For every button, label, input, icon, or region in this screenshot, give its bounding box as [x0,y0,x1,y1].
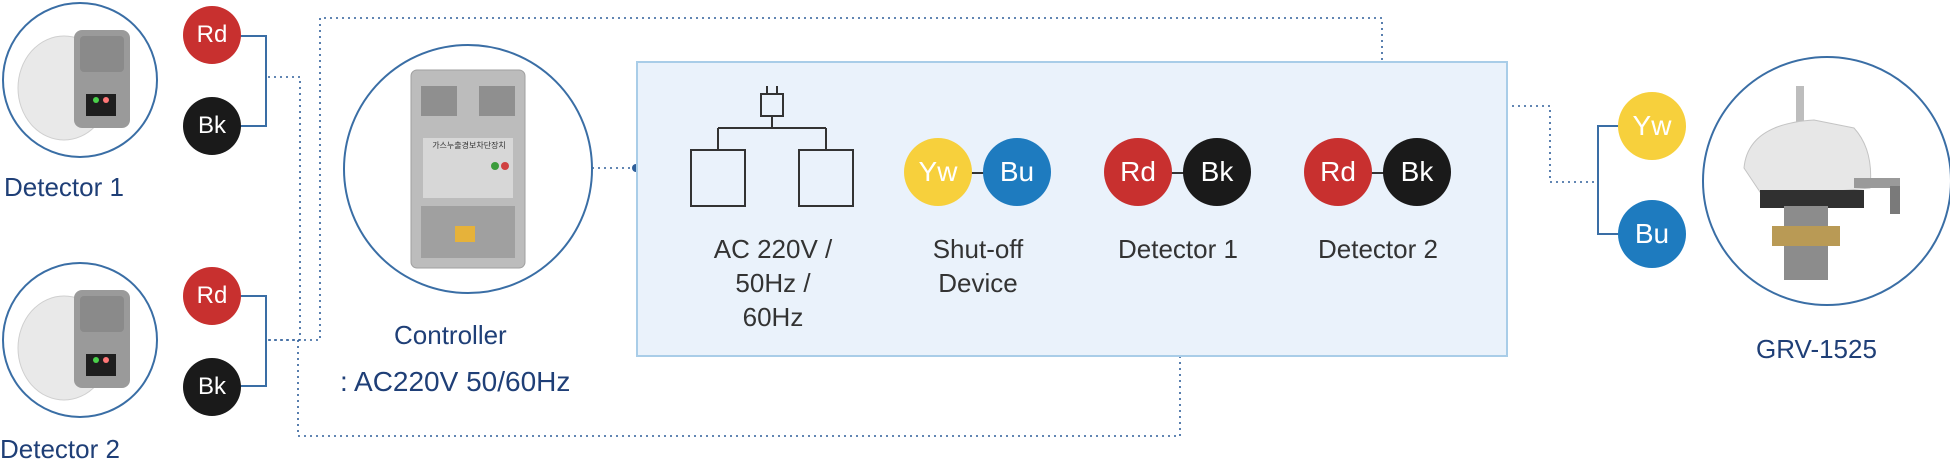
controller-device-icon [410,69,526,269]
panel-detector1-red-wire: Rd [1104,138,1172,206]
detector2-bracket [240,295,267,387]
wire-label: Rd [1320,156,1356,187]
detector-device-icon [17,30,130,141]
valve-actuator-icon [1743,86,1900,280]
shutoff-label-line: Device [938,268,1018,298]
power-label-line: 60Hz [742,302,804,332]
panel-detector1-label: Detector 1 [1118,234,1238,264]
controller-device-text: 가스누출경보차단장치 [432,141,506,150]
shutoff-blue-wire: Bu [983,138,1051,206]
power-label-line: 50Hz / [735,268,811,298]
panel-detector2-black-wire: Bk [1383,138,1451,206]
shutoff-label-line: Shut-off [932,234,1024,264]
wire-label: Yw [1632,110,1672,141]
detector1-red-wire: Rd [183,6,241,64]
wire-label: Rd [196,282,228,309]
wiring-terminal-panel [636,61,1508,357]
detector1-bracket [240,35,267,127]
wire-label: Rd [196,21,228,48]
power-outlet-icon [690,86,854,207]
wire-label: Yw [918,156,958,187]
detector1-photo [2,2,158,158]
power-label: AC 220V / 50Hz / 60Hz [690,232,856,334]
grv-label: GRV-1525 [1756,334,1877,364]
panel-detector2-label: Detector 2 [1318,234,1438,264]
detector1-black-wire: Bk [183,97,241,155]
detector2-black-wire: Bk [183,358,241,416]
shutoff-yellow-wire: Yw [904,138,972,206]
grv-blue-wire: Bu [1618,200,1686,268]
controller-spec: : AC220V 50/60Hz [340,366,571,397]
panel-detector1-black-wire: Bk [1183,138,1251,206]
detector2-line-top [268,17,1383,341]
grv-yellow-wire: Yw [1618,92,1686,160]
controller-label: Controller [394,320,507,350]
detector1-wire-line [268,76,301,341]
wire-label: Bk [1200,156,1234,187]
panel-detector2-red-wire: Rd [1304,138,1372,206]
detector2-photo [2,262,158,418]
detector1-label: Detector 1 [4,172,124,202]
detector2-label: Detector 2 [0,434,120,464]
detector-device-icon [17,290,130,401]
wire-label: Bu [1634,218,1670,249]
shutoff-label: Shut-off Device [890,232,1066,300]
power-label-line: AC 220V / [713,234,833,264]
wire-label: Bk [197,112,226,139]
grv-photo [1702,56,1950,306]
wire-label: Bu [999,156,1035,187]
detector2-red-wire: Rd [183,267,241,325]
wire-label: Bk [197,373,226,400]
controller-photo: 가스누출경보차단장치 [343,44,593,294]
grv-bracket [1597,125,1626,235]
wire-label: Rd [1120,156,1156,187]
wire-label: Bk [1400,156,1434,187]
